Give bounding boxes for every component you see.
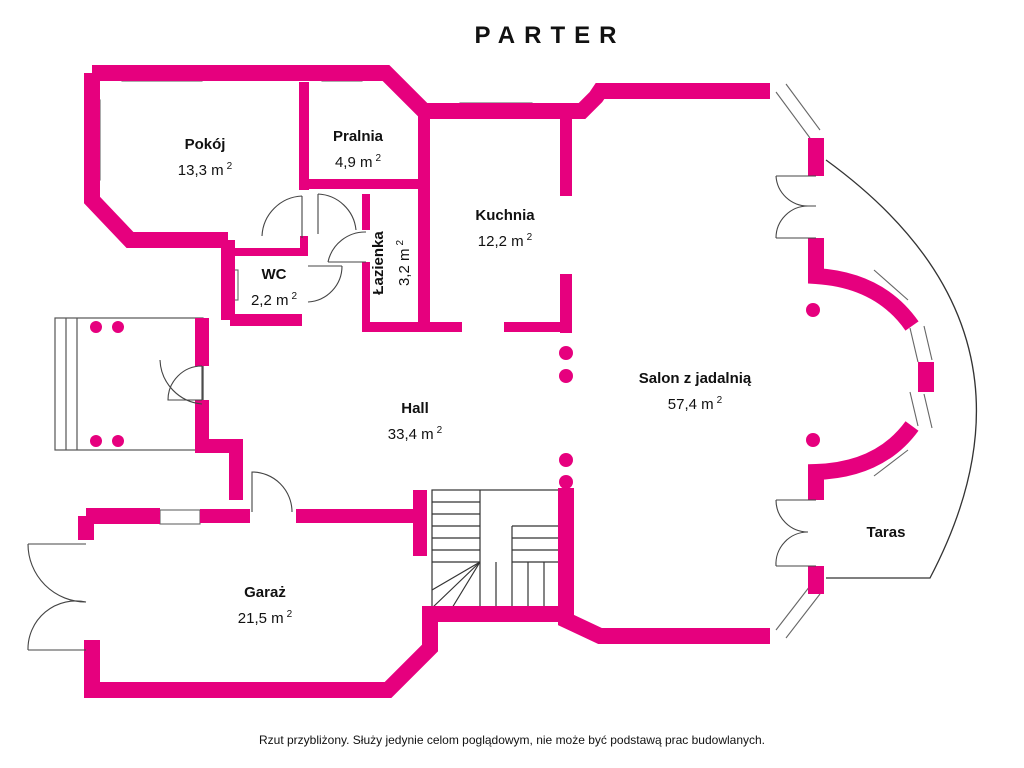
room-name: Kuchnia (475, 207, 535, 224)
room-name: Hall (401, 400, 429, 417)
unit-exponent: 2 (395, 239, 406, 246)
unit-exponent: 2 (375, 153, 382, 164)
room-name: Taras (866, 524, 906, 541)
room-area: 12,2 m (477, 233, 524, 250)
unit-exponent: 2 (526, 232, 533, 243)
room-name: WC (261, 266, 287, 283)
room-area: 2,2 m (250, 292, 289, 309)
room-name: Pokój (184, 136, 226, 153)
room-name: Łazienka (370, 231, 387, 295)
entrance-porch (54, 317, 204, 451)
room-area: 57,4 m (667, 396, 714, 413)
doors (27, 175, 816, 651)
room-area: 33,4 m (387, 426, 434, 443)
room-area: 4,9 m (334, 154, 373, 171)
room-name: Garaż (244, 584, 286, 601)
room-area: 13,3 m (177, 162, 224, 179)
room-name: Salon z jadalnią (638, 370, 752, 387)
unit-exponent: 2 (291, 291, 298, 302)
room-name: Pralnia (332, 128, 384, 145)
unit-exponent: 2 (436, 425, 443, 436)
staircase (431, 489, 561, 609)
room-label-taras: Taras (846, 522, 926, 544)
room-label-lazienka: Łazienka 3,2 m 2 (368, 218, 416, 308)
columns (90, 303, 820, 489)
room-area: 21,5 m (237, 610, 284, 627)
unit-exponent: 2 (716, 395, 723, 406)
room-area: 3,2 m (396, 248, 413, 287)
walls (78, 65, 934, 698)
unit-exponent: 2 (286, 609, 293, 620)
terrace-outline (825, 159, 978, 579)
unit-exponent: 2 (226, 161, 233, 172)
page-title: PARTER (474, 22, 626, 49)
disclaimer-footnote: Rzut przybliżony. Służy jedynie celom po… (258, 733, 766, 747)
